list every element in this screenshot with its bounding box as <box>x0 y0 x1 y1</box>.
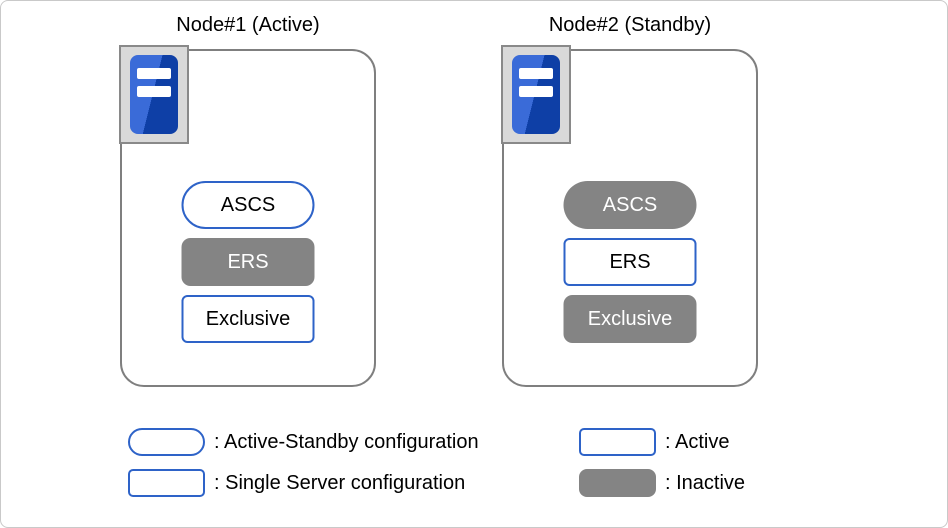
node-2-title: Node#2 (Standby) <box>548 14 712 36</box>
node-1-title: Node#1 (Active) <box>176 14 320 36</box>
legend-row-active: : Active <box>579 428 745 456</box>
legend-swatch-rect-outline <box>128 469 205 497</box>
legend-swatch-inactive <box>579 469 656 497</box>
node-2-item-exclusive: Exclusive <box>563 295 697 343</box>
server-tower-icon <box>512 55 560 134</box>
node-1-item-ers: ERS <box>181 238 315 286</box>
server-slot-icon <box>519 86 553 97</box>
legend-label: : Inactive <box>665 471 746 494</box>
server-slot-icon <box>137 86 171 97</box>
node-1-item-ascs: ASCS <box>181 181 315 229</box>
node-1: Node#1 (Active) ASCS ERS Exclusive <box>119 13 376 393</box>
legend-swatch-active <box>579 428 656 456</box>
server-tower-icon <box>130 55 178 134</box>
legend-label: : Active <box>665 430 730 453</box>
legend-row-inactive: : Inactive <box>579 469 745 497</box>
legend-label: : Active-Standby configuration <box>214 430 479 453</box>
node-1-item-exclusive: Exclusive <box>181 295 315 343</box>
legend-swatch-pill-outline <box>128 428 205 456</box>
legend-label: : Single Server configuration <box>214 471 466 494</box>
node-2-item-ers: ERS <box>563 238 697 286</box>
server-slot-icon <box>519 68 553 79</box>
server-icon <box>501 45 571 144</box>
server-slot-icon <box>137 68 171 79</box>
server-icon <box>119 45 189 144</box>
legend-row-active-standby: : Active-Standby configuration <box>128 428 479 456</box>
legend-configurations: : Active-Standby configuration : Single … <box>128 428 479 497</box>
legend-states: : Active : Inactive <box>579 428 745 497</box>
node-2-item-ascs: ASCS <box>563 181 697 229</box>
legend-row-single-server: : Single Server configuration <box>128 469 479 497</box>
node-2: Node#2 (Standby) ASCS ERS Exclusive <box>501 13 758 393</box>
